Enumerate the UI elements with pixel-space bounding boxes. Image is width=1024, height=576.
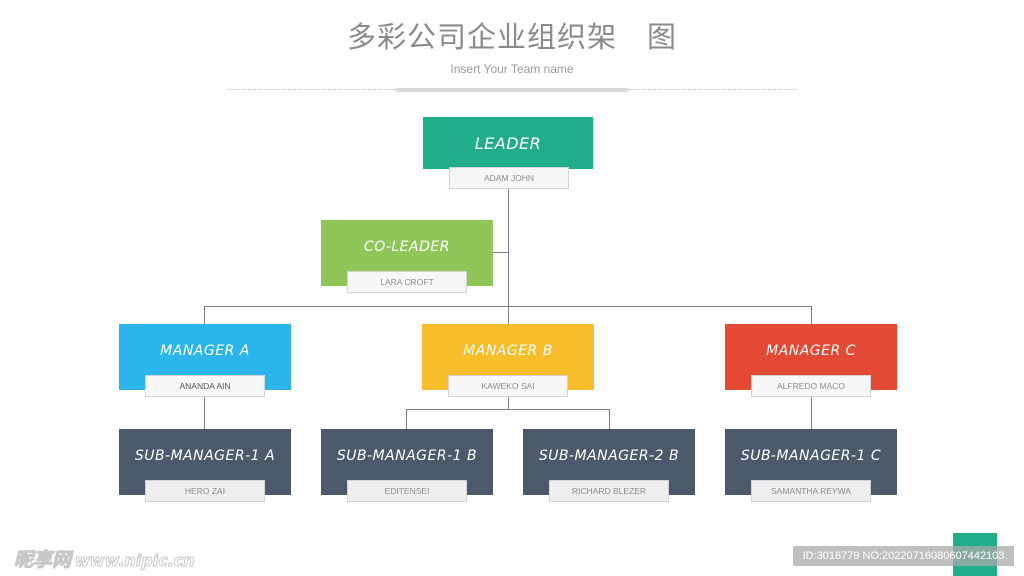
connector-manager-a-drop (204, 306, 205, 324)
connector-manager-c-sub (811, 397, 812, 429)
node-sub-manager-2b[interactable]: SUB-MANAGER-2 B RICHARD BLEZER (523, 429, 695, 502)
connector-manager-a-sub (204, 397, 205, 429)
page-title: 多彩公司企业组织架 图 (346, 20, 677, 54)
connector-leader-trunk (508, 181, 509, 324)
node-co-leader[interactable]: CO-LEADER LARA CROFT (321, 220, 493, 293)
connector-manager-c-drop (811, 306, 812, 324)
node-leader[interactable]: LEADER ADAM JOHN (423, 117, 593, 189)
node-name: SAMANTHA REYWA (751, 480, 871, 502)
watermark-id: ID:3018779 NO:20220716080607442103 (793, 546, 1014, 566)
node-name: ADAM JOHN (449, 167, 569, 189)
node-name: KAWEKO SAI (448, 375, 568, 397)
watermark-site-cn: 昵享网 (13, 549, 72, 572)
connector-manager-b-bus (406, 409, 610, 410)
connector-manager-b-sub (508, 397, 509, 410)
node-sub-manager-1b[interactable]: SUB-MANAGER-1 B EDITENSEI (321, 429, 493, 502)
header-accent-bar (396, 88, 628, 92)
node-name: ANANDA AIN (145, 375, 265, 397)
page-subtitle: Insert Your Team name (450, 62, 574, 76)
node-sub-manager-1c[interactable]: SUB-MANAGER-1 C SAMANTHA REYWA (725, 429, 897, 502)
connector-sub-2b-drop (609, 409, 610, 429)
node-role: LEADER (423, 117, 593, 169)
node-name: EDITENSEI (347, 480, 467, 502)
node-name: LARA CROFT (347, 271, 467, 293)
node-name: RICHARD BLEZER (549, 480, 669, 502)
node-name: HERO ZAI (145, 480, 265, 502)
watermark-site-url: www.nipic.cn (75, 551, 196, 571)
connector-managers-bus (204, 306, 811, 307)
node-sub-manager-1a[interactable]: SUB-MANAGER-1 A HERO ZAI (119, 429, 291, 502)
node-name: ALFREDO MACO (751, 375, 871, 397)
connector-sub-1b-drop (406, 409, 407, 429)
node-manager-b[interactable]: MANAGER B KAWEKO SAI (422, 324, 594, 397)
connector-coleader-branch (493, 252, 508, 253)
node-manager-c[interactable]: MANAGER C ALFREDO MACO (725, 324, 897, 397)
node-manager-a[interactable]: MANAGER A ANANDA AIN (119, 324, 291, 397)
